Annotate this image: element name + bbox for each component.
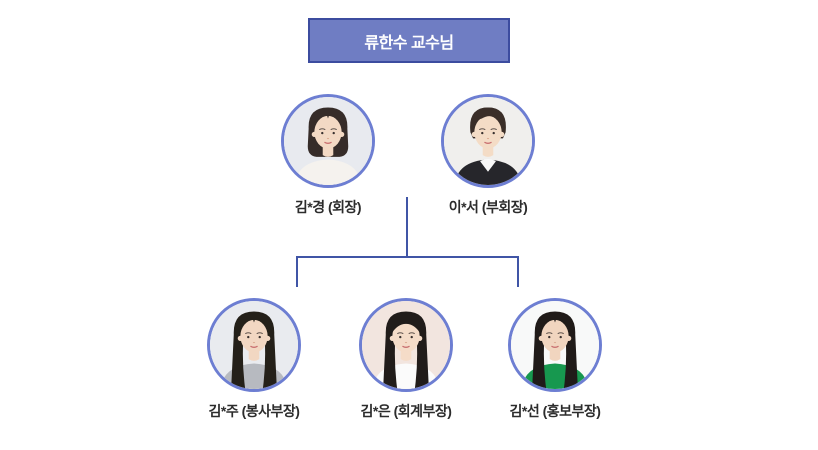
member-photo-frame — [281, 94, 375, 188]
member-name: 김*경 (회장) — [294, 199, 362, 215]
connector-stub-left — [296, 256, 298, 287]
member-name: 김*주 (봉사부장) — [208, 403, 300, 419]
avatar-accounting-head — [362, 301, 450, 389]
connector-vertical-top — [406, 197, 408, 257]
connector-horizontal — [296, 256, 519, 258]
member-accounting-head: 김*은 (회계부장) — [326, 298, 486, 421]
member-name: 이*서 (부회장) — [448, 199, 528, 215]
professor-box: 류한수 교수님 — [308, 18, 510, 63]
member-photo-frame — [441, 94, 535, 188]
member-photo-frame — [207, 298, 301, 392]
member-service-head: 김*주 (봉사부장) — [174, 298, 334, 421]
avatar-president — [284, 97, 372, 185]
connector-stub-right — [517, 256, 519, 287]
member-name: 김*은 (회계부장) — [360, 403, 452, 419]
member-photo-frame — [508, 298, 602, 392]
member-photo-frame — [359, 298, 453, 392]
avatar-service-head — [210, 301, 298, 389]
member-president: 김*경 (회장) — [248, 94, 408, 217]
professor-label: 류한수 교수님 — [364, 34, 454, 52]
avatar-pr-head — [511, 301, 599, 389]
avatar-vice-president — [444, 97, 532, 185]
member-pr-head: 김*선 (홍보부장) — [475, 298, 635, 421]
member-vice-president: 이*서 (부회장) — [408, 94, 568, 217]
member-name: 김*선 (홍보부장) — [509, 403, 601, 419]
